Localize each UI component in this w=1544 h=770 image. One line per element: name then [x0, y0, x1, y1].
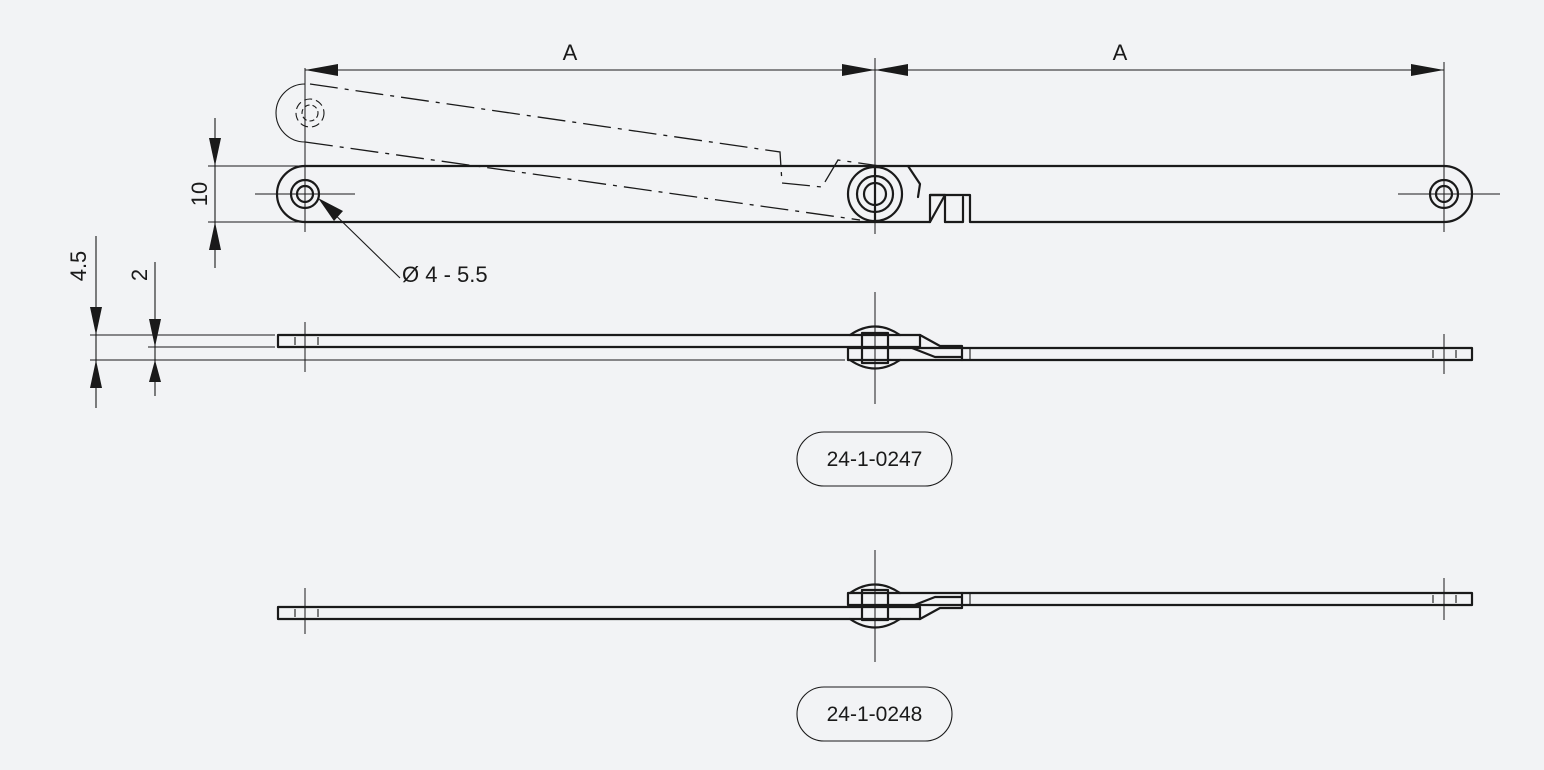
- variant-badge-2: 24-1-0248: [796, 686, 953, 742]
- dimension-total-thickness-label: 4.5: [66, 251, 91, 282]
- stop-tab: [906, 164, 965, 224]
- side-view-24-1-0247: [276, 292, 1474, 404]
- height-dimension: 10: [187, 118, 300, 268]
- dimension-a-right: A: [1113, 40, 1128, 65]
- side-view-24-1-0248: [276, 550, 1474, 662]
- thickness-dimensions: 4.5 2: [66, 236, 845, 408]
- variant-code-1: 24-1-0247: [827, 448, 923, 471]
- dimension-a-left: A: [563, 40, 578, 65]
- left-arm-outline: [275, 164, 877, 224]
- right-arm-outline: [873, 164, 1474, 224]
- folded-arm-phantom: [275, 83, 881, 221]
- hole-diameter-label: Ø 4 - 5.5: [402, 262, 488, 287]
- dimension-height-label: 10: [187, 182, 212, 206]
- top-view: A A 10 Ø 4 - 5.5: [187, 40, 1500, 287]
- length-dimension: A A: [305, 40, 1444, 76]
- dimension-plate-thickness-label: 2: [127, 269, 152, 281]
- variant-badge-1: 24-1-0247: [796, 431, 953, 487]
- top-view-centerlines: [255, 58, 1500, 234]
- hole-diameter-leader: Ø 4 - 5.5: [318, 198, 488, 287]
- variant-code-2: 24-1-0248: [827, 703, 923, 726]
